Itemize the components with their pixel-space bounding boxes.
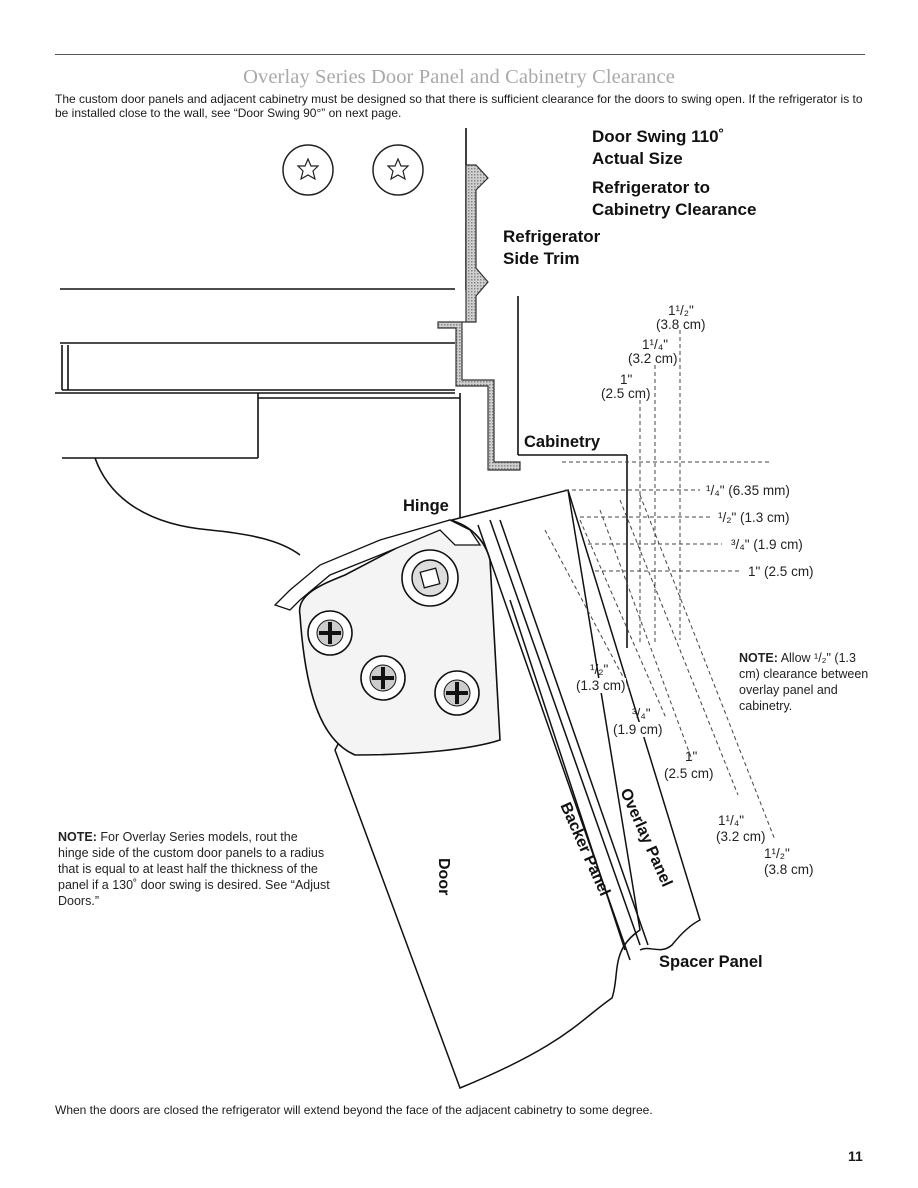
dim-diag-1-metric: (1.3 cm) xyxy=(576,678,626,693)
dim-diag-3-frac: 1" xyxy=(685,749,698,764)
heading-cabinetry-clearance: Cabinetry Clearance xyxy=(592,200,757,219)
label-side-trim-1: Refrigerator xyxy=(503,227,601,246)
footer-text: When the doors are closed the refrigerat… xyxy=(55,1103,653,1117)
dim-right-4: 1" (2.5 cm) xyxy=(748,564,814,579)
dim-diag-2-metric: (1.9 cm) xyxy=(613,722,663,737)
note-left-label: NOTE: xyxy=(58,830,97,844)
note-left: NOTE: For Overlay Series models, rout th… xyxy=(58,829,330,909)
label-cabinetry: Cabinetry xyxy=(524,433,601,452)
label-spacer-panel: Spacer Panel xyxy=(659,953,763,971)
heading-refrigerator-to: Refrigerator to xyxy=(592,178,711,197)
dim-top-1-metric: (3.8 cm) xyxy=(656,317,706,332)
dim-diag-5-frac: 1¹/₂" xyxy=(764,846,790,861)
dim-top-3-frac: 1" xyxy=(620,372,633,387)
screw-icon xyxy=(434,670,480,716)
label-hinge: Hinge xyxy=(403,497,449,515)
dim-diag-4-metric: (3.2 cm) xyxy=(716,829,766,844)
dim-right-1: ¹/₄" (6.35 mm) xyxy=(706,483,790,498)
dim-top-2-frac: 1¹/₄" xyxy=(642,337,669,352)
dim-diag-4-frac: 1¹/₄" xyxy=(718,813,745,828)
dim-diag-5-metric: (3.8 cm) xyxy=(764,862,814,877)
heading-actual-size: Actual Size xyxy=(592,149,683,168)
label-door: Door xyxy=(435,858,452,896)
side-trim xyxy=(437,164,521,471)
refrigerator-body xyxy=(55,128,467,556)
dim-top-3-metric: (2.5 cm) xyxy=(601,386,651,401)
heading-door-swing: Door Swing 110˚ xyxy=(592,127,725,146)
dim-right-3: ³/₄" (1.9 cm) xyxy=(731,537,803,552)
dim-diag-2-frac: ³/₄" xyxy=(632,706,651,721)
dim-diag-1-frac: ¹/₂" xyxy=(590,662,609,677)
intro-text: The custom door panels and adjacent cabi… xyxy=(55,92,863,120)
note-right-label: NOTE: xyxy=(739,651,778,665)
note-right: NOTE: Allow ¹/₂" (1.3 cm) clearance betw… xyxy=(739,650,869,714)
cabinetry-outline xyxy=(517,296,628,648)
dim-top-2-metric: (3.2 cm) xyxy=(628,351,678,366)
dim-diag-3-metric: (2.5 cm) xyxy=(664,766,714,781)
note-left-text: For Overlay Series models, rout the hing… xyxy=(58,830,330,908)
label-side-trim-2: Side Trim xyxy=(503,249,580,268)
dim-right-2: ¹/₂" (1.3 cm) xyxy=(718,510,790,525)
star-icon xyxy=(282,144,334,196)
dimension-lines xyxy=(544,330,776,841)
screw-icon xyxy=(307,610,353,656)
note-right-text: Allow ¹/₂" (1.3 cm) clearance between ov… xyxy=(739,651,869,713)
dim-top-1-frac: 1¹/₂" xyxy=(668,303,694,318)
star-icon xyxy=(372,144,424,196)
top-rule xyxy=(55,54,865,55)
page-title: Overlay Series Door Panel and Cabinetry … xyxy=(243,66,675,88)
page-number: 11 xyxy=(848,1148,863,1164)
screw-icon xyxy=(360,655,406,701)
